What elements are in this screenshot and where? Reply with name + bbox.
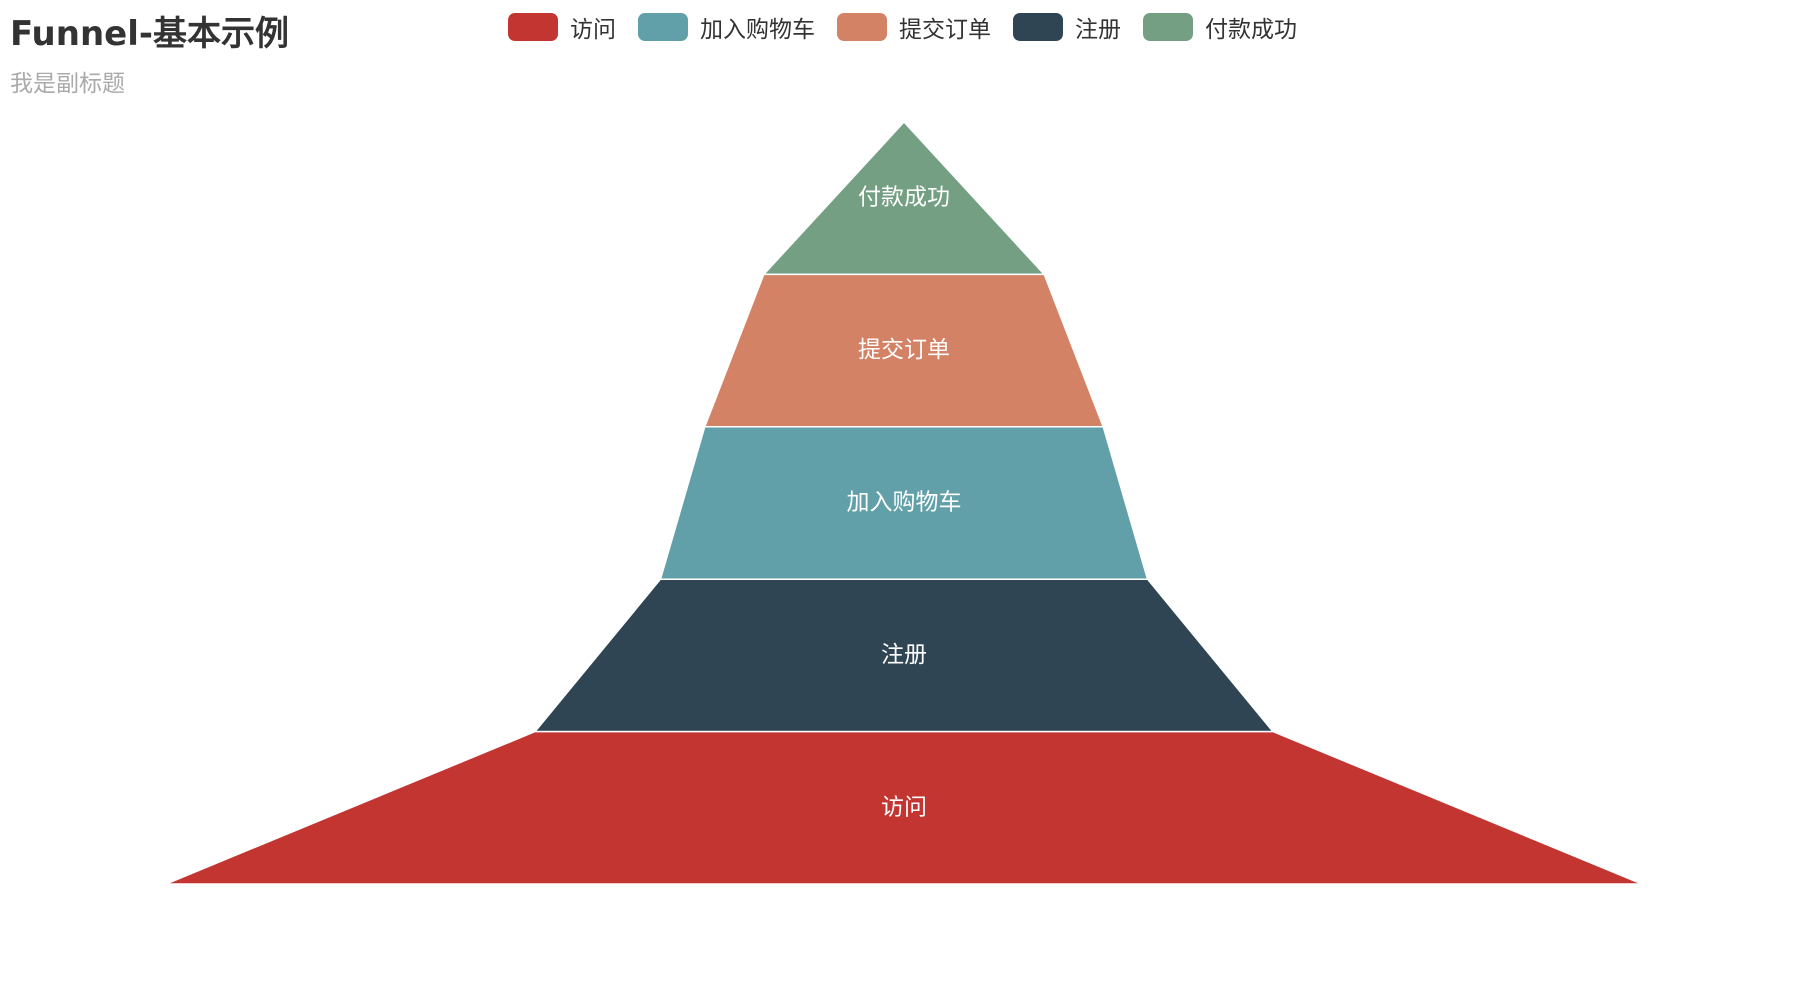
legend-swatch xyxy=(638,13,688,41)
legend-label: 付款成功 xyxy=(1205,17,1297,43)
legend-swatch xyxy=(837,13,887,41)
funnel-segment-label: 注册 xyxy=(881,642,927,668)
legend-item[interactable]: 访问 xyxy=(508,10,616,44)
legend-label: 访问 xyxy=(570,17,616,43)
chart-subtitle: 我是副标题 xyxy=(10,71,125,97)
legend-label: 注册 xyxy=(1075,17,1121,43)
funnel-segment[interactable] xyxy=(165,730,1643,885)
legend-item[interactable]: 注册 xyxy=(1013,10,1121,44)
legend-item[interactable]: 付款成功 xyxy=(1143,10,1297,44)
legend-swatch xyxy=(1013,13,1063,41)
legend-label: 提交订单 xyxy=(899,17,991,43)
legend: 访问 加入购物车 提交订单 注册 付款成功 xyxy=(508,10,1297,44)
legend-swatch xyxy=(1143,13,1193,41)
legend-label: 加入购物车 xyxy=(700,17,815,43)
chart-title: Funnel-基本示例 xyxy=(10,14,289,54)
funnel-segment-label: 提交订单 xyxy=(858,337,950,363)
funnel-segment-label: 访问 xyxy=(881,794,927,820)
funnel-segment-label: 加入购物车 xyxy=(847,490,962,516)
legend-swatch xyxy=(508,13,558,41)
legend-item[interactable]: 加入购物车 xyxy=(638,10,815,44)
legend-item[interactable]: 提交订单 xyxy=(837,10,991,44)
funnel-segment-label: 付款成功 xyxy=(858,185,950,211)
